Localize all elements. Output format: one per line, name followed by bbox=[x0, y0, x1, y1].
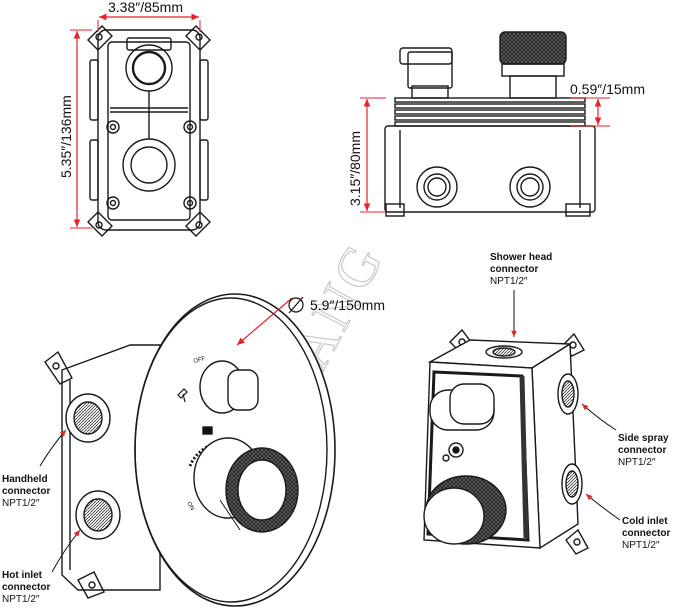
svg-text:Handheld: Handheld bbox=[2, 474, 48, 485]
svg-text:NPT1/2″: NPT1/2″ bbox=[622, 540, 660, 551]
depth-dimension: 3.15″/80mm bbox=[347, 97, 386, 213]
width-label: 3.38″/85mm bbox=[108, 0, 183, 15]
shower-head-connector-callout: Shower head connector NPT1/2″ bbox=[490, 252, 552, 337]
height-label: 5.35″/136mm bbox=[58, 95, 74, 178]
isometric-view bbox=[423, 328, 589, 555]
svg-text:Cold inlet: Cold inlet bbox=[622, 516, 668, 527]
depth-label: 3.15″/80mm bbox=[347, 131, 363, 206]
width-dimension: 3.38″/85mm bbox=[97, 0, 201, 32]
svg-text:NPT1/2″: NPT1/2″ bbox=[2, 594, 40, 605]
svg-text:connector: connector bbox=[2, 486, 50, 497]
plate-diameter-label: 5.9″/150mm bbox=[310, 297, 385, 313]
off-marking: OFF bbox=[193, 356, 206, 365]
svg-text:NPT1/2″: NPT1/2″ bbox=[618, 457, 656, 468]
handheld-connector-callout: Handheld connector NPT1/2″ bbox=[2, 429, 67, 509]
cold-inlet-connector-callout: Cold inlet connector NPT1/2″ bbox=[585, 493, 670, 551]
height-dimension: 5.35″/136mm bbox=[58, 29, 92, 229]
front-view bbox=[87, 25, 211, 237]
trim-offset-label: 0.59″/15mm bbox=[570, 81, 645, 97]
svg-text:Shower head: Shower head bbox=[490, 252, 552, 263]
side-view bbox=[384, 31, 596, 217]
svg-text:connector: connector bbox=[618, 445, 666, 456]
svg-text:connector: connector bbox=[622, 528, 670, 539]
svg-text:Side spray: Side spray bbox=[618, 433, 669, 444]
assembled-view bbox=[44, 293, 336, 607]
svg-text:connector: connector bbox=[2, 582, 50, 593]
svg-text:Hot inlet: Hot inlet bbox=[2, 570, 43, 581]
plate-markings: OFF ON bbox=[185, 356, 206, 512]
on-marking: ON bbox=[185, 501, 195, 512]
trim-offset-dimension: 0.59″/15mm bbox=[570, 81, 645, 127]
svg-text:NPT1/2″: NPT1/2″ bbox=[2, 498, 40, 509]
svg-text:NPT1/2″: NPT1/2″ bbox=[490, 276, 528, 287]
plate-diameter-dimension: 5.9″/150mm bbox=[236, 296, 385, 346]
svg-text:connector: connector bbox=[490, 264, 538, 275]
side-spray-connector-callout: Side spray connector NPT1/2″ bbox=[581, 403, 669, 468]
hot-inlet-connector-callout: Hot inlet connector NPT1/2″ bbox=[2, 529, 81, 605]
